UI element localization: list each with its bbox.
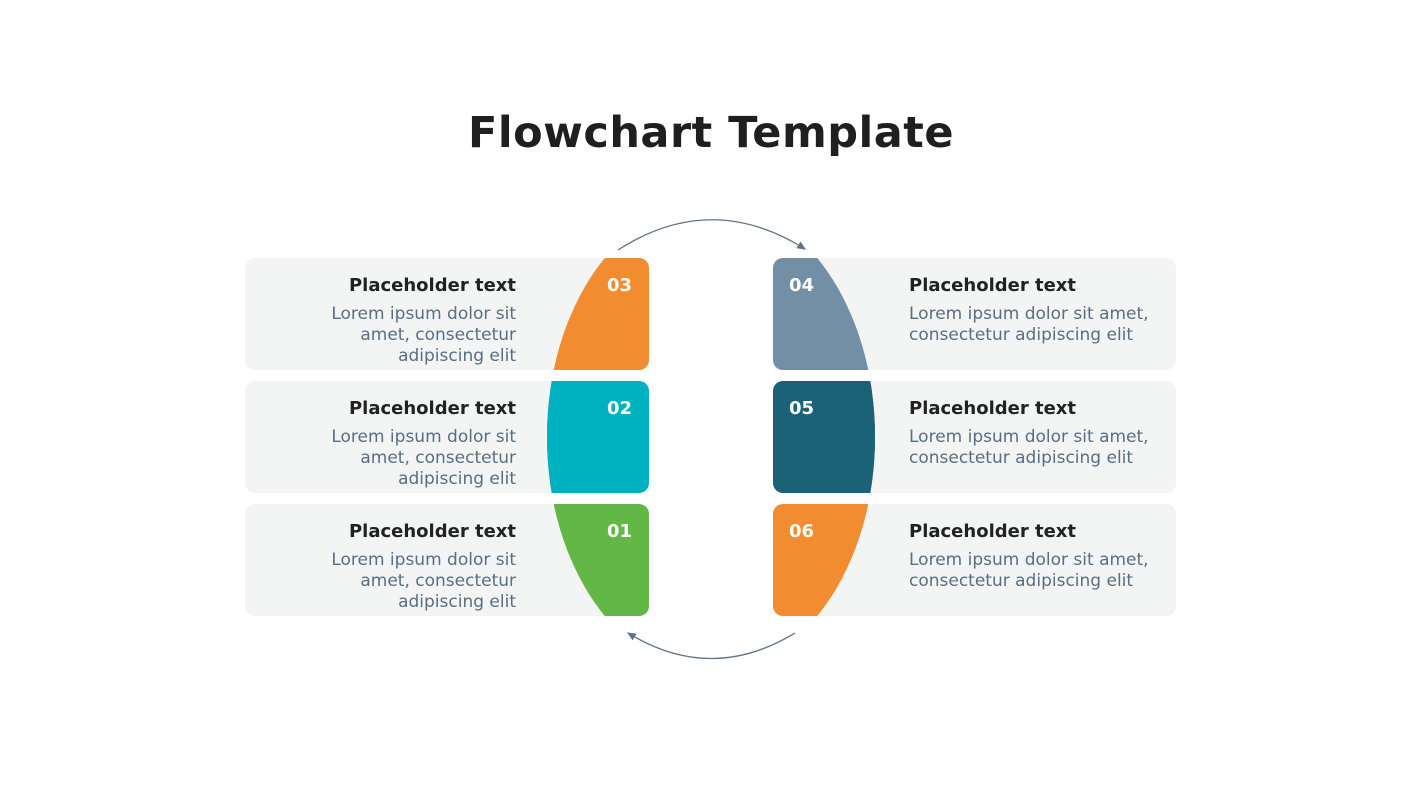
step-card-01 (245, 504, 649, 616)
step-card-03 (245, 258, 649, 370)
step-body: Lorem ipsum dolor sit amet, consectetur … (909, 427, 1149, 468)
step-color-fill-05 (850, 381, 875, 493)
step-heading: Placeholder text (348, 521, 516, 542)
step-heading: Placeholder text (348, 275, 516, 296)
step-heading: Placeholder text (909, 275, 1077, 296)
bottom-arrow (626, 632, 796, 660)
step-body: Lorem ipsum dolor sit amet, consectetur … (331, 427, 516, 489)
step-heading: Placeholder text (909, 398, 1077, 419)
page-title: Flowchart Template (467, 108, 955, 158)
step-number: 02 (606, 398, 632, 419)
step-color-fill-02 (547, 381, 570, 493)
step-number: 01 (606, 521, 632, 542)
step-card-04 (773, 258, 1176, 370)
top-arrow (617, 219, 807, 251)
step-card-02 (245, 381, 649, 493)
step-body: Lorem ipsum dolor sit amet, consectetur … (331, 304, 516, 366)
step-body: Lorem ipsum dolor sit amet, consectetur … (909, 550, 1149, 591)
step-body: Lorem ipsum dolor sit amet, consectetur … (331, 550, 516, 612)
step-heading: Placeholder text (909, 521, 1077, 542)
step-card-06 (773, 504, 1176, 616)
step-number: 06 (789, 521, 815, 542)
step-number: 03 (606, 275, 632, 296)
step-number: 05 (789, 398, 815, 419)
step-heading: Placeholder text (348, 398, 516, 419)
step-number: 04 (789, 275, 815, 296)
step-body: Lorem ipsum dolor sit amet, consectetur … (909, 304, 1149, 345)
